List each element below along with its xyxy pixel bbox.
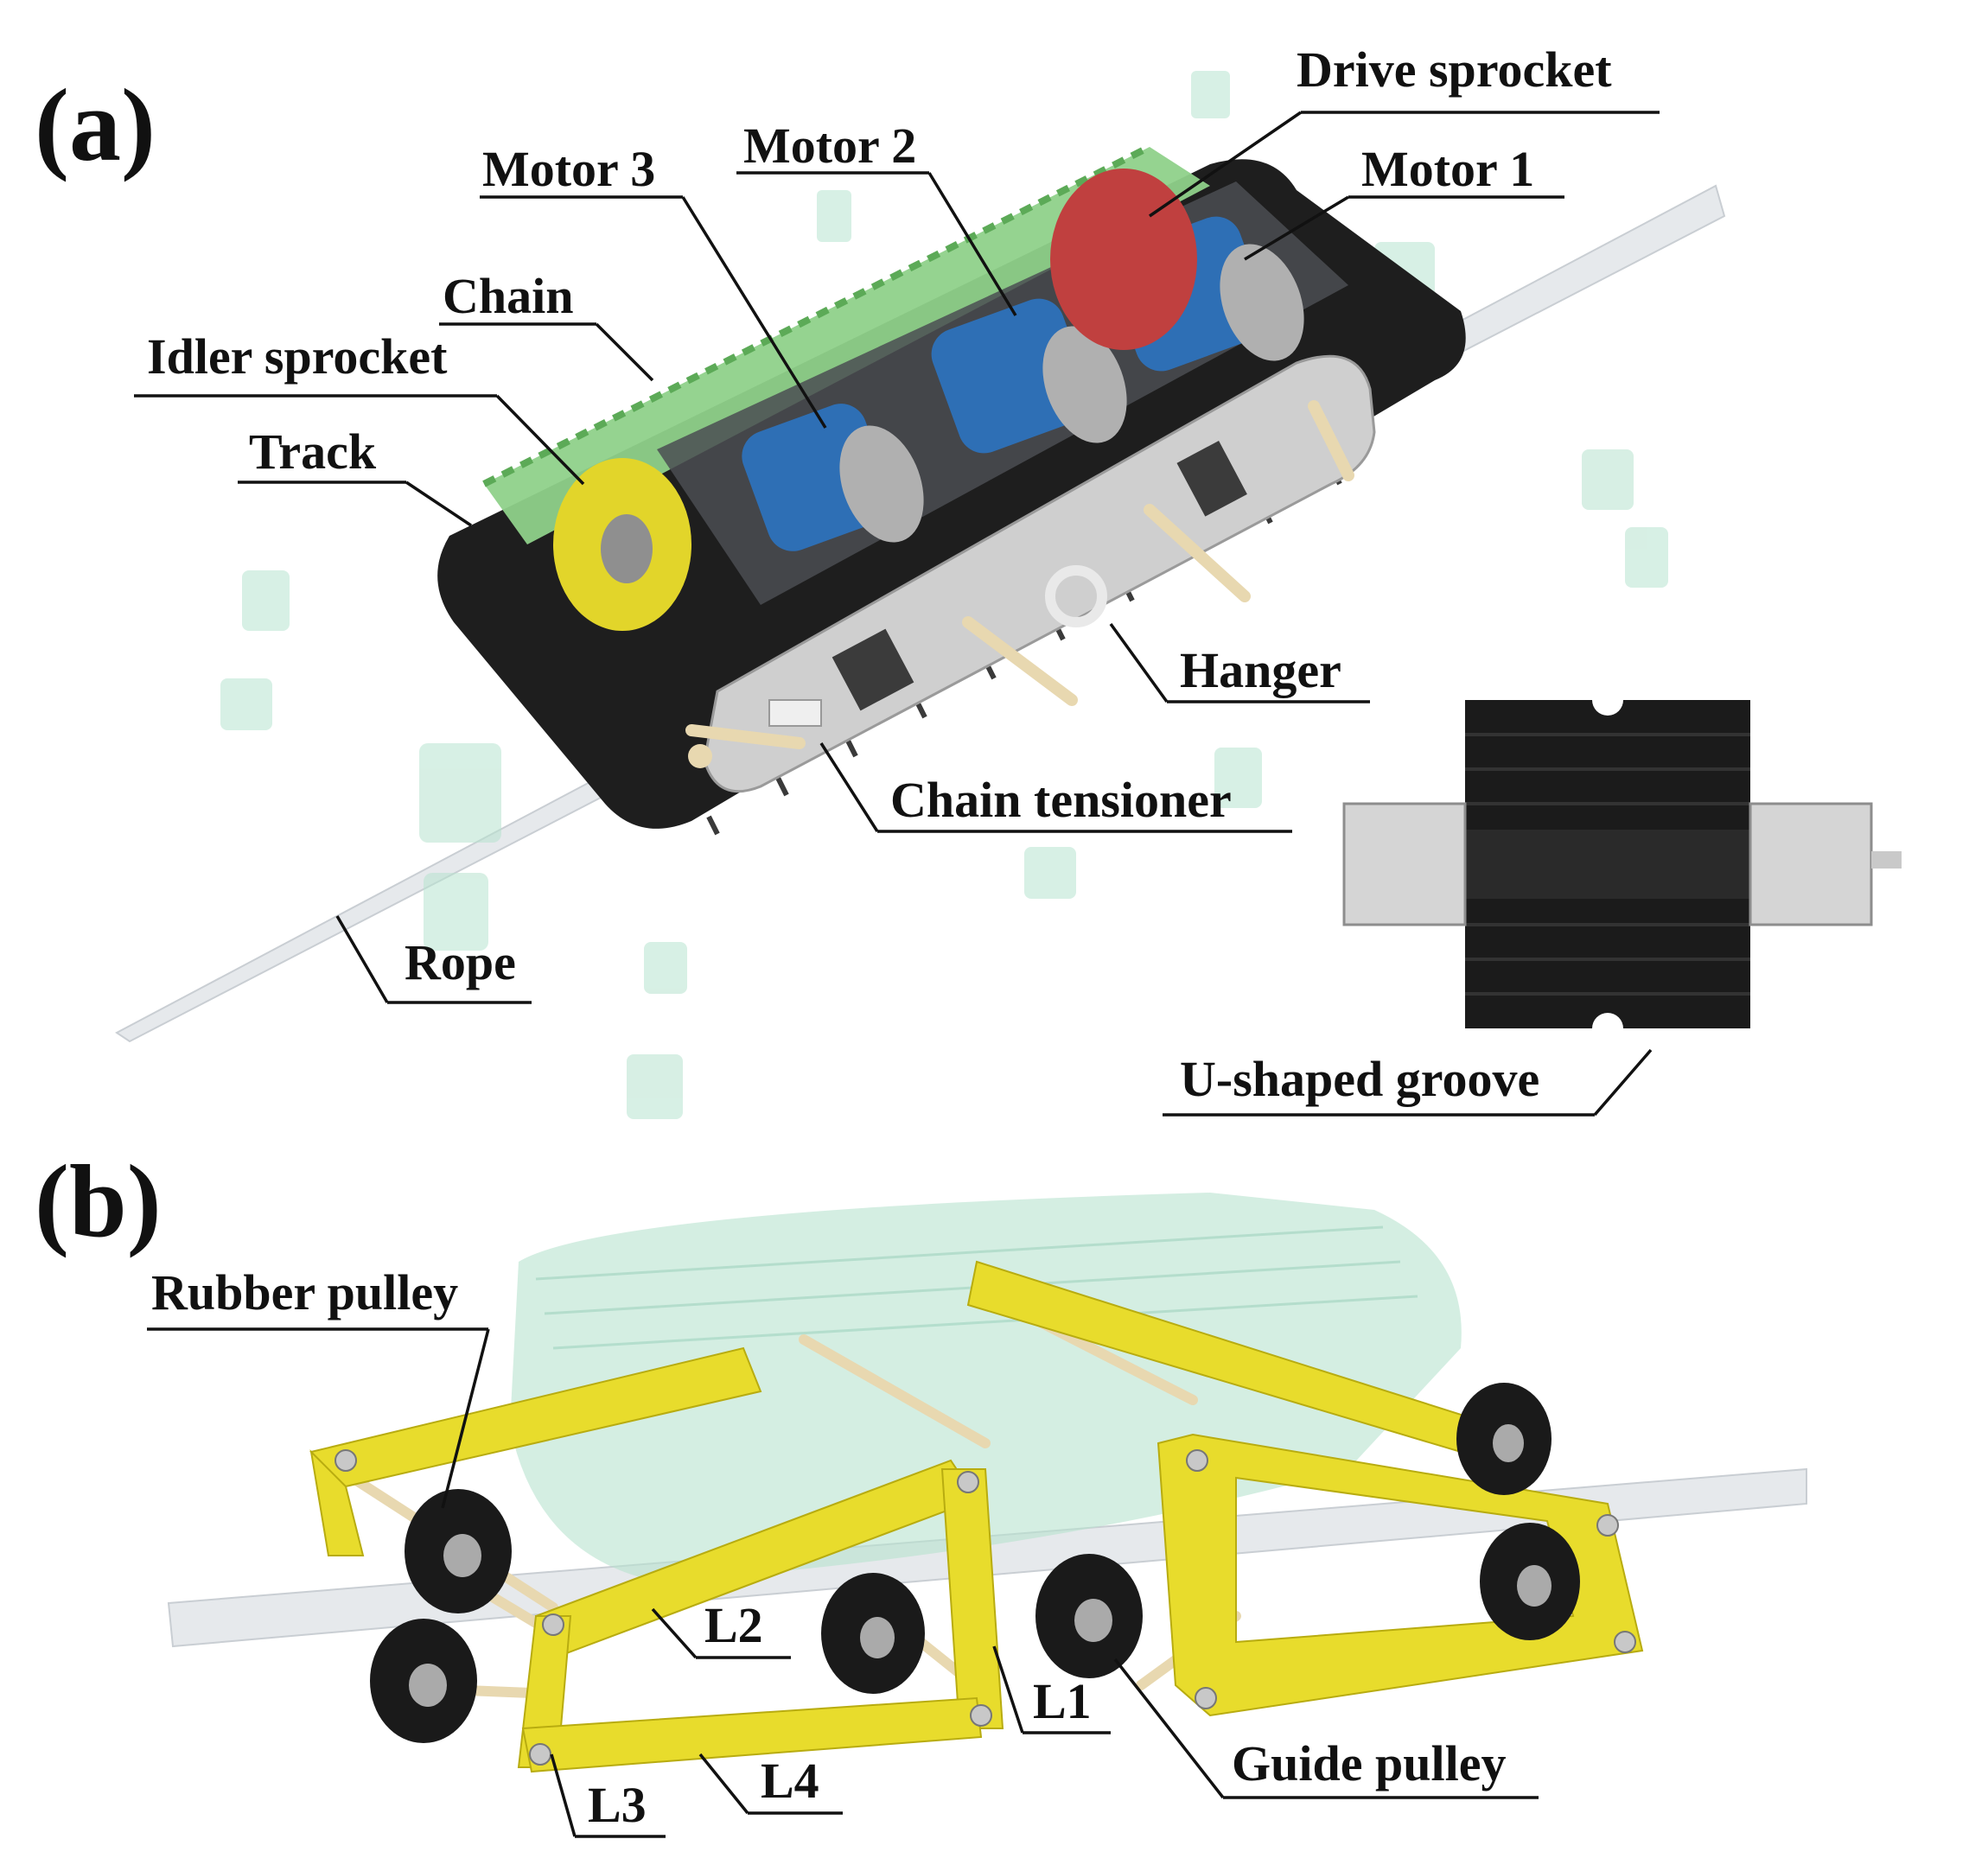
hanger-ring [1045, 565, 1107, 627]
label-motor-2: Motor 2 [743, 118, 916, 174]
label-l3: L3 [588, 1777, 647, 1833]
label-motor-1: Motor 1 [1361, 141, 1534, 197]
motor-2 [931, 298, 1127, 454]
label-drive-sprocket: Drive sprocket [1297, 41, 1612, 98]
plate-window-2 [1176, 441, 1247, 517]
ghost-fragments [220, 71, 1668, 1119]
linkage-l1 [940, 1468, 1004, 1729]
label-guide-pulley: Guide pulley [1232, 1735, 1506, 1791]
label-motor-3: Motor 3 [482, 141, 655, 197]
plate-window-1 [832, 628, 914, 711]
label-rubber-pulley: Rubber pulley [151, 1264, 458, 1321]
panel-label-b: (b) [35, 1143, 162, 1258]
label-idler-sprocket: Idler sprocket [147, 328, 448, 385]
label-l4: L4 [761, 1753, 819, 1809]
panel-label-a: (a) [35, 67, 156, 182]
linkage-left-back [309, 1346, 762, 1556]
label-l2: L2 [704, 1597, 763, 1653]
drive-sprocket [1050, 169, 1197, 350]
label-chain-tensioner: Chain tensioner [890, 772, 1232, 828]
idler-sprocket [553, 458, 691, 631]
joint-bolts [335, 1449, 1636, 1766]
rubber-pulleys [370, 1383, 1580, 1743]
chain [484, 147, 1210, 544]
label-l1: L1 [1033, 1673, 1092, 1729]
panel-a-leaders [134, 111, 1660, 1117]
motor-3 [742, 404, 924, 551]
chain-tensioner-part [688, 699, 822, 768]
panel-b-leaders [147, 1327, 1539, 1838]
label-hanger: Hanger [1180, 642, 1341, 698]
guide-pulley [1035, 1554, 1143, 1678]
label-track: Track [249, 423, 377, 480]
label-u-shaped-groove: U-shaped groove [1180, 1051, 1539, 1107]
linkage-l4 [521, 1696, 983, 1773]
label-chain: Chain [443, 268, 574, 324]
u-groove-inset [1342, 684, 1902, 1044]
label-rope: Rope [405, 934, 516, 990]
shafts [685, 400, 1354, 749]
panel-b-illustration [167, 1193, 1807, 1773]
panel-a-illustration [115, 71, 1902, 1119]
linkage-right [1156, 1433, 1644, 1717]
